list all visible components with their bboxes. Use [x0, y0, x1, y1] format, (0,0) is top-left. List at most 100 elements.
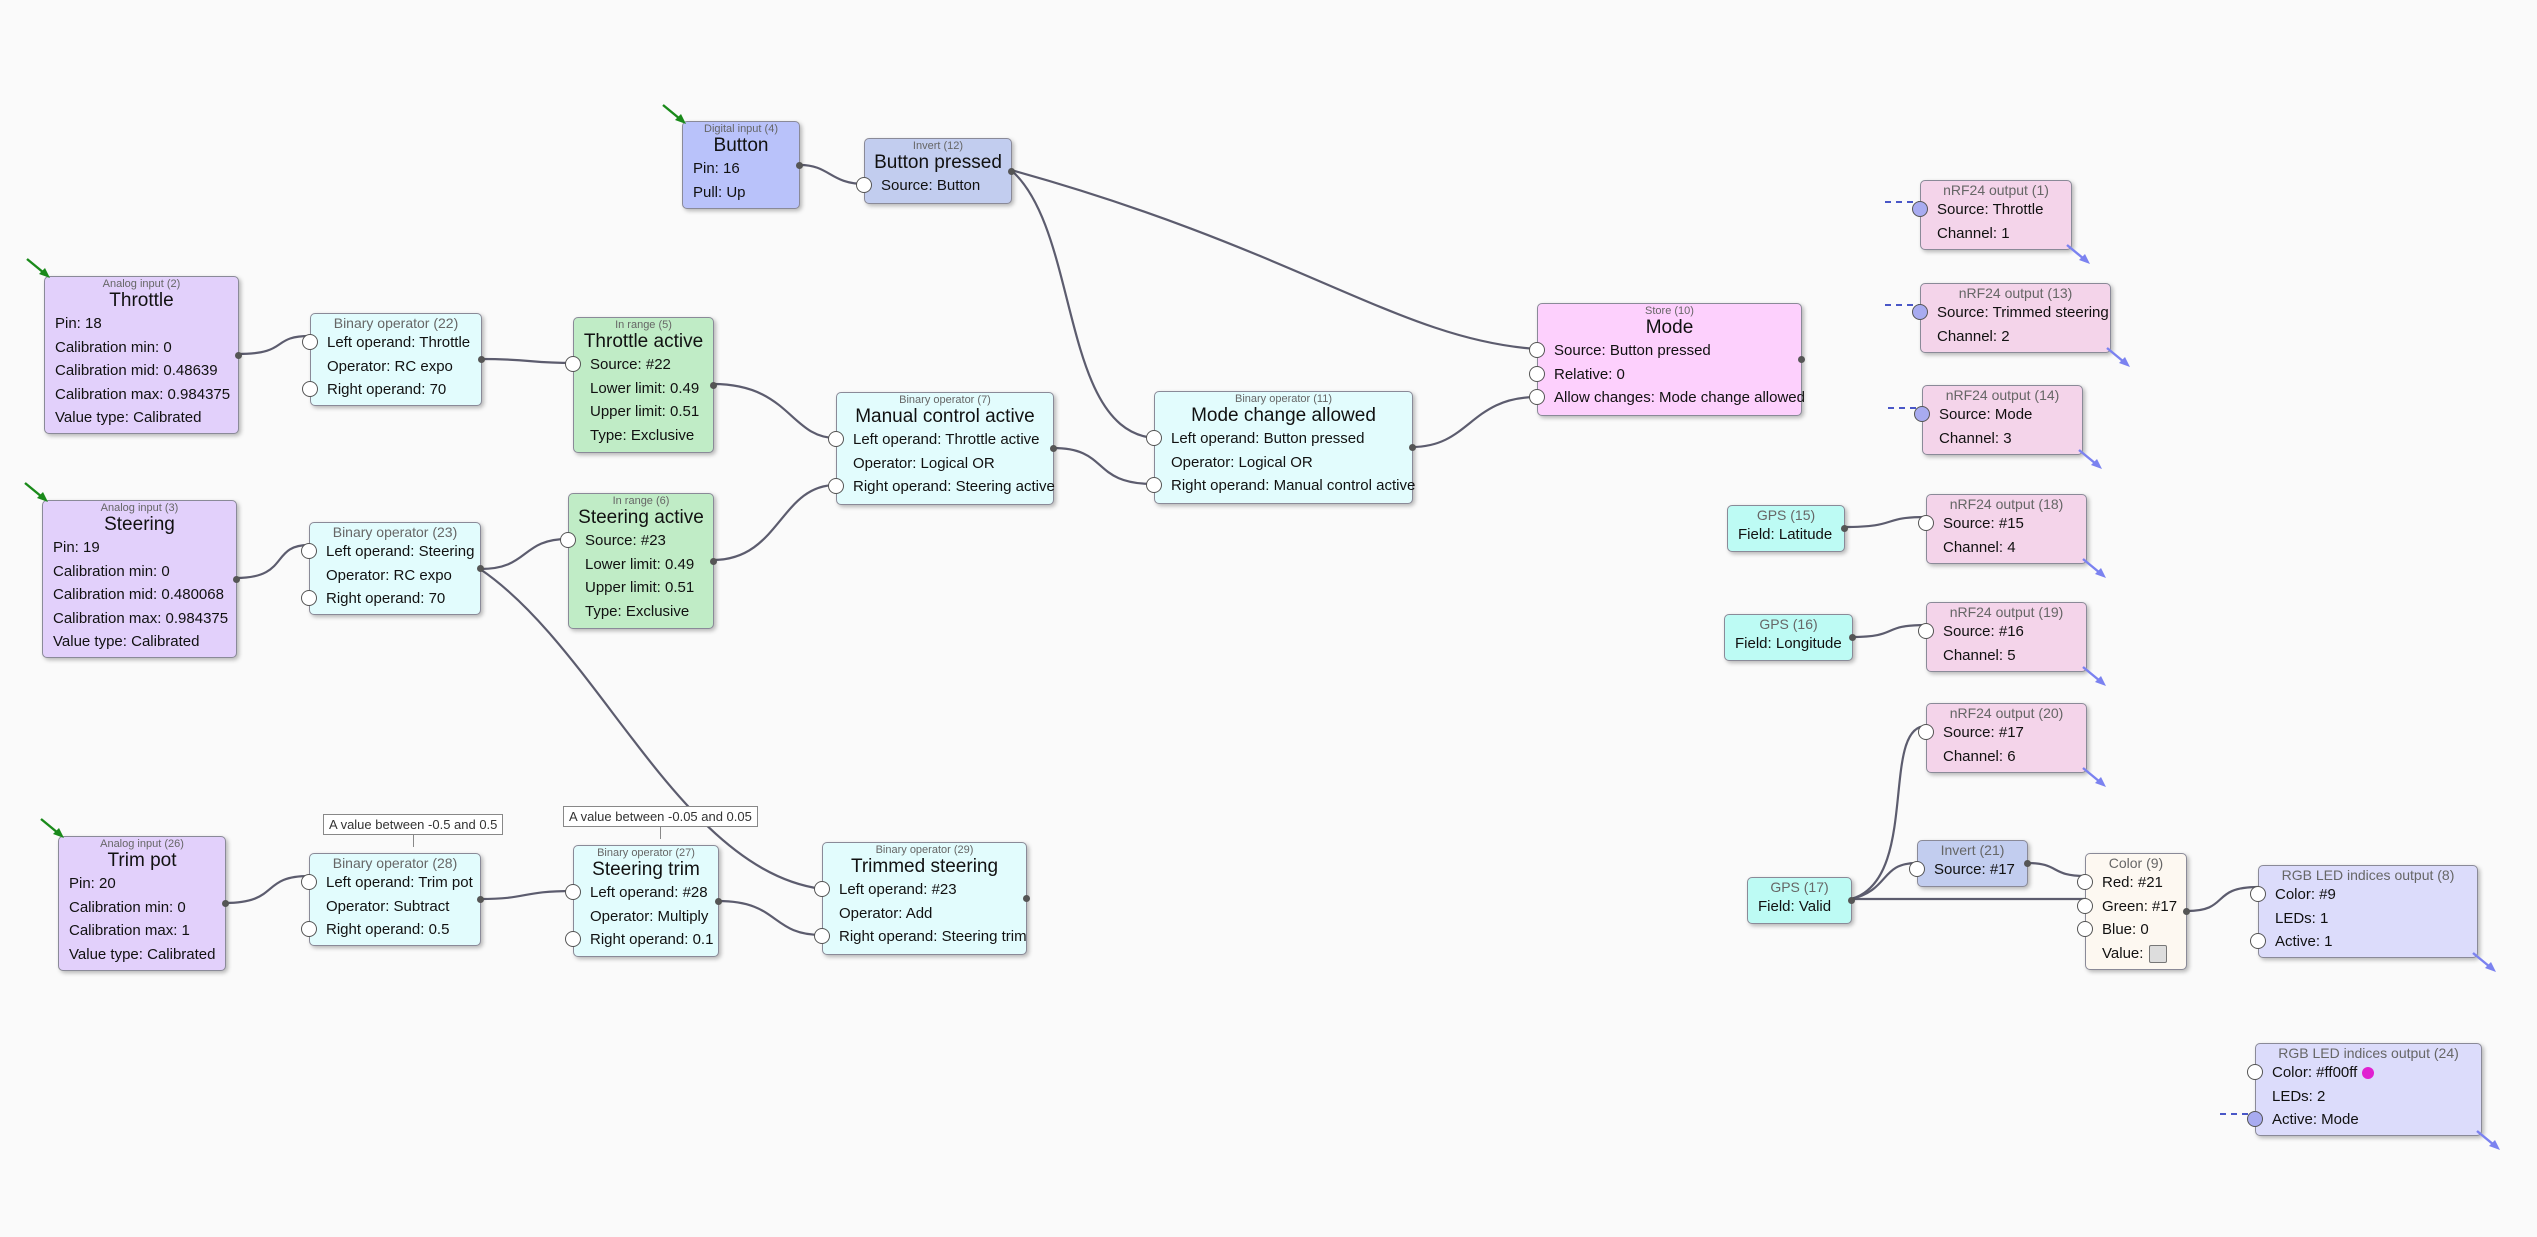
input-port[interactable] — [301, 921, 317, 937]
node-type: nRF24 output (1) — [1943, 182, 2049, 198]
node-invert-21[interactable]: Invert (21) Source: #17 — [1909, 840, 2031, 887]
output-port[interactable] — [1050, 445, 1057, 452]
input-port[interactable] — [565, 884, 581, 900]
color-swatch — [2149, 944, 2168, 963]
input-port[interactable] — [560, 532, 576, 548]
node-title: Mode change allowed — [1191, 405, 1376, 426]
input-port[interactable] — [1912, 304, 1928, 320]
input-port[interactable] — [828, 431, 844, 447]
input-port[interactable] — [302, 334, 318, 350]
input-port[interactable] — [301, 874, 317, 890]
node-gps-longitude[interactable]: GPS (16) Field: Longitude — [1724, 614, 1856, 661]
node-binary-operator-28[interactable]: Binary operator (28) Left operand: Trim … — [301, 853, 484, 946]
node-in-range-throttle-active[interactable]: In range (5) Throttle active Source: #22… — [565, 317, 717, 453]
wire-trimpot-to-binop28 — [224, 874, 310, 905]
input-port[interactable] — [2247, 1064, 2263, 1080]
output-port[interactable] — [1023, 895, 1030, 902]
input-port[interactable] — [565, 356, 581, 372]
node-type: Digital input (4) — [704, 123, 778, 135]
node-digital-input-button[interactable]: Digital input (4) Button Pin: 16 Pull: U… — [682, 121, 803, 209]
output-port[interactable] — [477, 896, 484, 903]
input-port[interactable] — [2077, 921, 2093, 937]
wire-binop27-to-binop29 — [717, 899, 823, 937]
node-color-9[interactable]: Color (9) Red: #21 Green: #17 Blue: 0 Va… — [2077, 853, 2190, 970]
output-port[interactable] — [710, 557, 717, 565]
output-port[interactable] — [796, 161, 803, 169]
output-port[interactable] — [1798, 356, 1805, 363]
input-port[interactable] — [828, 478, 844, 494]
node-title: Throttle active — [583, 331, 704, 352]
input-port[interactable] — [1529, 342, 1545, 358]
node-store-mode[interactable]: Store (10) Mode Source: Button pressed R… — [1529, 303, 1805, 416]
output-port[interactable] — [222, 900, 229, 907]
input-port[interactable] — [2077, 897, 2093, 914]
node-binary-operator-23[interactable]: Binary operator (23) Left operand: Steer… — [301, 522, 484, 615]
node-nrf24-output-18[interactable]: nRF24 output (18) Source: #15 Channel: 4 — [1918, 494, 2087, 564]
node-analog-input-steering[interactable]: Analog input (3) Steering Pin: 19 Calibr… — [42, 500, 240, 658]
output-port[interactable] — [2183, 908, 2190, 915]
input-port[interactable] — [302, 381, 318, 397]
output-port[interactable] — [715, 897, 722, 905]
input-port[interactable] — [301, 590, 317, 606]
input-port[interactable] — [2250, 933, 2266, 949]
node-analog-input-trim-pot[interactable]: Analog input (26) Trim pot Pin: 20 Calib… — [58, 836, 229, 971]
input-port[interactable] — [2247, 1111, 2263, 1127]
output-port[interactable] — [1849, 634, 1856, 641]
node-type: GPS (16) — [1759, 616, 1818, 632]
node-invert-button-pressed[interactable]: Invert (12) Button pressed Source: Butto… — [856, 138, 1015, 204]
input-port[interactable] — [2077, 874, 2093, 890]
node-row: Blue: 0 — [2077, 918, 2186, 942]
node-binary-operator-steering-trim[interactable]: Binary operator (27) Steering trim Left … — [565, 845, 722, 957]
output-port[interactable] — [233, 575, 240, 583]
node-binary-operator-manual-control[interactable]: Binary operator (7) Manual control activ… — [828, 392, 1057, 505]
output-port[interactable] — [1409, 444, 1416, 451]
input-port[interactable] — [1914, 406, 1930, 422]
input-port[interactable] — [1529, 389, 1545, 405]
output-port[interactable] — [710, 381, 717, 389]
node-rgb-led-output-24[interactable]: RGB LED indices output (24) Color: #ff00… — [2247, 1043, 2482, 1136]
node-nrf24-output-20[interactable]: nRF24 output (20) Source: #17 Channel: 6 — [1918, 703, 2087, 773]
node-in-range-steering-active[interactable]: In range (6) Steering active Source: #23… — [560, 493, 717, 629]
output-port[interactable] — [2024, 860, 2031, 867]
input-port[interactable] — [565, 931, 581, 947]
node-analog-input-throttle[interactable]: Analog input (2) Throttle Pin: 18 Calibr… — [44, 276, 242, 434]
output-port[interactable] — [1008, 167, 1015, 175]
output-port[interactable] — [1848, 897, 1855, 904]
node-nrf24-output-19[interactable]: nRF24 output (19) Source: #16 Channel: 5 — [1918, 602, 2087, 672]
input-port[interactable] — [1909, 861, 1925, 877]
node-gps-valid[interactable]: GPS (17) Field: Valid — [1747, 877, 1855, 924]
node-row: Source: #17 — [1918, 721, 2086, 745]
node-row: Calibration max: 1 — [69, 922, 190, 939]
node-row: Left operand: Button pressed — [1146, 427, 1412, 451]
node-binary-operator-22[interactable]: Binary operator (22) Left operand: Throt… — [302, 313, 485, 406]
input-port[interactable] — [1918, 724, 1934, 740]
node-binary-operator-mode-change[interactable]: Binary operator (11) Mode change allowed… — [1146, 391, 1416, 504]
node-binary-operator-trimmed-steering[interactable]: Binary operator (29) Trimmed steering Le… — [814, 842, 1030, 955]
input-port[interactable] — [1529, 365, 1545, 382]
wire-invert21-to-color-red — [2026, 861, 2086, 878]
node-type: Binary operator (28) — [332, 855, 458, 871]
input-port[interactable] — [814, 928, 830, 944]
node-row: Calibration mid: 0.480068 — [53, 586, 224, 603]
input-port[interactable] — [1146, 477, 1162, 493]
node-rgb-led-output-8[interactable]: RGB LED indices output (8) Color: #9 LED… — [2250, 865, 2478, 958]
input-port[interactable] — [301, 543, 317, 559]
input-port[interactable] — [2250, 886, 2266, 902]
output-port[interactable] — [1841, 525, 1848, 532]
node-row: Right operand: Manual control active — [1146, 474, 1415, 498]
input-port[interactable] — [814, 881, 830, 897]
node-nrf24-output-1[interactable]: nRF24 output (1) Source: Throttle Channe… — [1912, 180, 2072, 250]
input-port[interactable] — [856, 177, 872, 193]
input-port[interactable] — [1918, 623, 1934, 639]
output-port[interactable] — [477, 565, 484, 572]
node-row: Field: Longitude — [1735, 635, 1842, 652]
output-port[interactable] — [478, 356, 485, 363]
node-nrf24-output-14[interactable]: nRF24 output (14) Source: Mode Channel: … — [1914, 385, 2083, 455]
node-gps-latitude[interactable]: GPS (15) Field: Latitude — [1727, 505, 1848, 552]
input-port[interactable] — [1912, 201, 1928, 217]
output-port[interactable] — [235, 351, 242, 359]
node-title: Steering trim — [592, 859, 700, 880]
node-nrf24-output-13[interactable]: nRF24 output (13) Source: Trimmed steeri… — [1912, 283, 2111, 353]
input-port[interactable] — [1918, 515, 1934, 531]
input-port[interactable] — [1146, 430, 1162, 446]
